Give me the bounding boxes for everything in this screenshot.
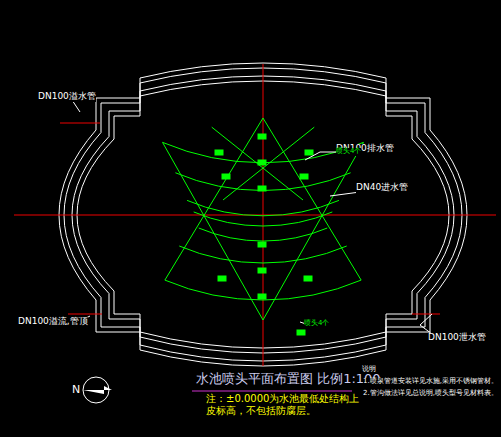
north-arrow bbox=[83, 377, 112, 403]
nozzle bbox=[218, 276, 226, 281]
spray-arc bbox=[175, 173, 350, 191]
drawing-title: 水池喷头平面布置图 比例1:100 bbox=[196, 372, 381, 386]
annotation: 1.喷泉管道安装详见水施,采用不锈钢管材。 bbox=[363, 378, 498, 386]
annotation: N bbox=[72, 384, 80, 396]
center-lines bbox=[14, 64, 496, 366]
fan-edge bbox=[263, 142, 363, 320]
spray-arc bbox=[187, 200, 339, 215]
nozzle bbox=[304, 276, 312, 281]
annotation: DN100泄水管 bbox=[428, 333, 486, 343]
nozzle bbox=[297, 330, 305, 335]
fan-edge bbox=[165, 118, 263, 280]
nozzle bbox=[258, 242, 266, 247]
annotation: 2.管沟做法详见总说明,喷头型号见材料表。 bbox=[363, 390, 498, 398]
nozzle bbox=[258, 294, 266, 299]
annotation: 注：±0.0000为水池最低处结构上 bbox=[206, 393, 359, 404]
annotation: DN100溢流,管顶 bbox=[18, 317, 88, 327]
leaders bbox=[20, 100, 440, 340]
annotation: 喷头4个 bbox=[336, 148, 361, 156]
nozzle bbox=[305, 150, 313, 155]
annotation: 说明 bbox=[362, 366, 376, 374]
fan-edge bbox=[163, 142, 263, 320]
title-underline bbox=[192, 391, 352, 392]
nozzle bbox=[258, 160, 266, 165]
nozzle bbox=[258, 134, 266, 139]
nozzle bbox=[222, 174, 230, 179]
spray-arc bbox=[165, 280, 361, 300]
nozzle bbox=[300, 174, 308, 179]
nozzle-fans bbox=[163, 118, 364, 335]
nozzle bbox=[258, 186, 266, 191]
fan-ray bbox=[212, 127, 303, 200]
annotation: DN100溢水管 bbox=[38, 92, 96, 102]
spray-arc bbox=[179, 246, 346, 263]
fan-edge bbox=[263, 118, 361, 280]
annotation: 喷头4个 bbox=[304, 320, 329, 328]
annotation: 皮标高，不包括防腐层。 bbox=[206, 405, 316, 416]
nozzle bbox=[215, 150, 223, 155]
spray-arc bbox=[199, 228, 328, 241]
annotation: DN40进水管 bbox=[356, 183, 408, 193]
nozzle bbox=[258, 268, 266, 273]
spray-arc bbox=[194, 212, 333, 226]
fan-ray bbox=[223, 127, 314, 200]
